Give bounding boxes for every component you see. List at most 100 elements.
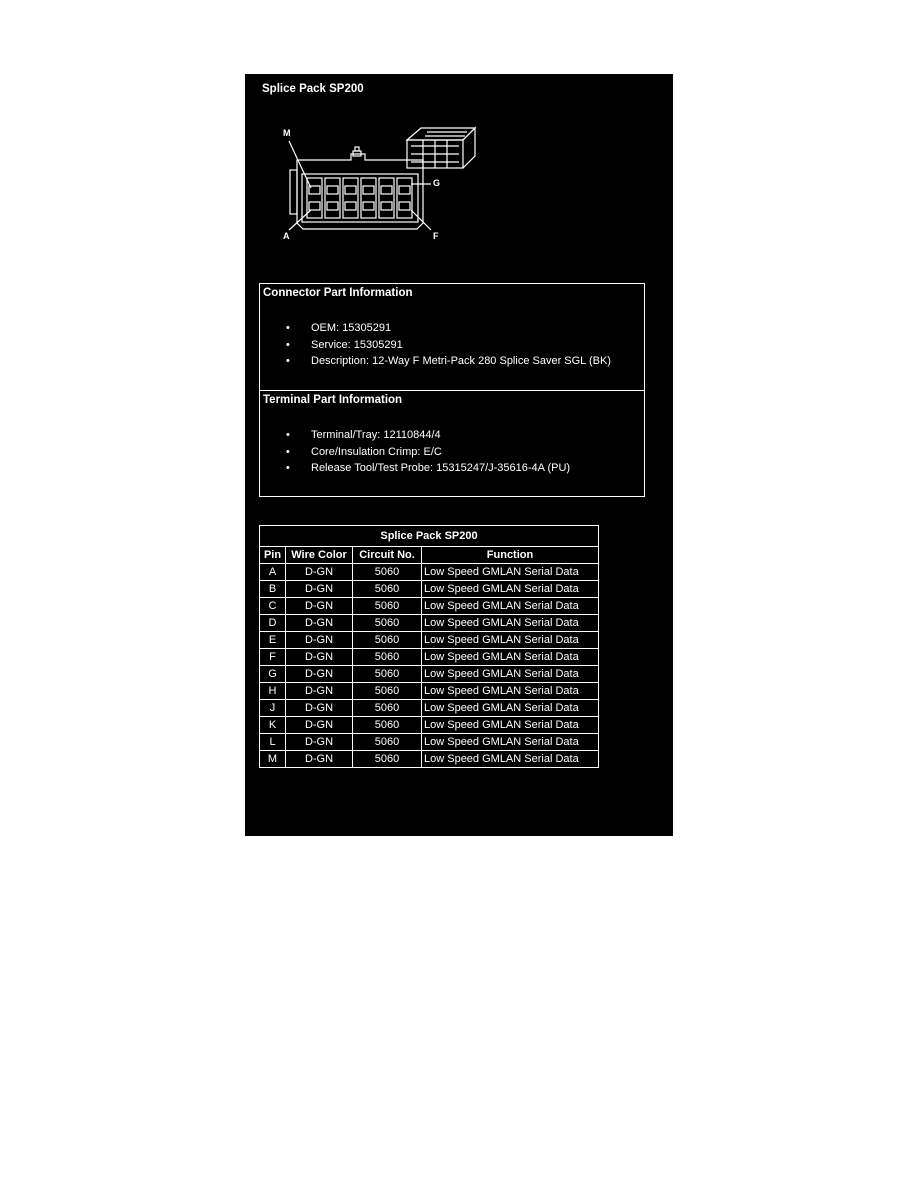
connector-info-section: Connector Part Information •OEM: 1530529… bbox=[260, 284, 644, 390]
connector-info-heading: Connector Part Information bbox=[263, 287, 413, 299]
pinout-table: Splice Pack SP200 Pin Wire Color Circuit… bbox=[259, 525, 599, 768]
pin-cell: G bbox=[259, 665, 286, 683]
function-cell: Low Speed GMLAN Serial Data bbox=[421, 631, 599, 649]
pin-cell: J bbox=[259, 699, 286, 717]
header-wire-color: Wire Color bbox=[285, 546, 353, 564]
list-item: •Terminal/Tray: 12110844/4 bbox=[286, 429, 441, 441]
wire-color-cell: D-GN bbox=[285, 716, 353, 734]
circuit-no-cell: 5060 bbox=[352, 699, 422, 717]
pin-cell: H bbox=[259, 682, 286, 700]
wire-color-cell: D-GN bbox=[285, 699, 353, 717]
function-cell: Low Speed GMLAN Serial Data bbox=[421, 733, 599, 751]
function-cell: Low Speed GMLAN Serial Data bbox=[421, 699, 599, 717]
bullet-icon: • bbox=[286, 445, 290, 458]
pin-cell: A bbox=[259, 563, 286, 581]
wire-color-cell: D-GN bbox=[285, 614, 353, 632]
connector-diagram bbox=[288, 126, 477, 231]
function-cell: Low Speed GMLAN Serial Data bbox=[421, 614, 599, 632]
function-cell: Low Speed GMLAN Serial Data bbox=[421, 682, 599, 700]
function-cell: Low Speed GMLAN Serial Data bbox=[421, 750, 599, 768]
wire-color-cell: D-GN bbox=[285, 580, 353, 598]
diagram-label-a: A bbox=[283, 231, 290, 241]
header-pin: Pin bbox=[259, 546, 286, 564]
circuit-no-cell: 5060 bbox=[352, 750, 422, 768]
circuit-no-cell: 5060 bbox=[352, 597, 422, 615]
header-circuit-no: Circuit No. bbox=[352, 546, 422, 564]
pin-cell: D bbox=[259, 614, 286, 632]
wire-color-cell: D-GN bbox=[285, 631, 353, 649]
pin-cell: K bbox=[259, 716, 286, 734]
pin-cell: E bbox=[259, 631, 286, 649]
circuit-no-cell: 5060 bbox=[352, 716, 422, 734]
diagram-label-f: F bbox=[433, 231, 439, 241]
header-function: Function bbox=[421, 546, 599, 564]
connector-3d-view bbox=[405, 126, 477, 169]
list-item: •OEM: 15305291 bbox=[286, 322, 392, 334]
bullet-icon: • bbox=[286, 322, 290, 334]
function-cell: Low Speed GMLAN Serial Data bbox=[421, 563, 599, 581]
pin-cell: B bbox=[259, 580, 286, 598]
table-caption: Splice Pack SP200 bbox=[259, 525, 599, 547]
circuit-no-cell: 5060 bbox=[352, 682, 422, 700]
circuit-no-cell: 5060 bbox=[352, 665, 422, 683]
bullet-icon: • bbox=[286, 355, 290, 367]
circuit-no-cell: 5060 bbox=[352, 733, 422, 751]
function-cell: Low Speed GMLAN Serial Data bbox=[421, 648, 599, 666]
function-cell: Low Speed GMLAN Serial Data bbox=[421, 580, 599, 598]
circuit-no-cell: 5060 bbox=[352, 631, 422, 649]
circuit-no-cell: 5060 bbox=[352, 580, 422, 598]
wire-color-cell: D-GN bbox=[285, 750, 353, 768]
label-leader-lines bbox=[288, 140, 432, 231]
circuit-no-cell: 5060 bbox=[352, 614, 422, 632]
terminal-info-list: •Terminal/Tray: 12110844/4 •Core/Insulat… bbox=[286, 427, 570, 477]
diagram-label-m: M bbox=[283, 128, 291, 138]
list-item: •Description: 12-Way F Metri-Pack 280 Sp… bbox=[286, 355, 611, 367]
document-panel: Splice Pack SP200 bbox=[245, 74, 673, 836]
list-item: •Core/Insulation Crimp: E/C bbox=[286, 445, 442, 458]
connector-info-list: •OEM: 15305291 •Service: 15305291 •Descr… bbox=[286, 320, 611, 370]
circuit-no-cell: 5060 bbox=[352, 563, 422, 581]
diagram-label-g: G bbox=[433, 178, 441, 188]
function-cell: Low Speed GMLAN Serial Data bbox=[421, 716, 599, 734]
terminal-info-heading: Terminal Part Information bbox=[263, 394, 403, 406]
page-title: Splice Pack SP200 bbox=[262, 83, 364, 95]
wire-color-cell: D-GN bbox=[285, 597, 353, 615]
function-cell: Low Speed GMLAN Serial Data bbox=[421, 597, 599, 615]
bullet-icon: • bbox=[286, 338, 290, 351]
bullet-icon: • bbox=[286, 429, 290, 441]
connector-inner-frame bbox=[301, 173, 419, 223]
wire-color-cell: D-GN bbox=[285, 665, 353, 683]
pin-cell: C bbox=[259, 597, 286, 615]
wire-color-cell: D-GN bbox=[285, 733, 353, 751]
table-header-row: Pin Wire Color Circuit No. Function bbox=[259, 546, 599, 564]
connector-side-ear bbox=[289, 169, 298, 215]
bullet-icon: • bbox=[286, 462, 290, 474]
terminal-info-section: Terminal Part Information •Terminal/Tray… bbox=[260, 390, 644, 496]
terminal-cavities bbox=[306, 177, 413, 219]
wire-color-cell: D-GN bbox=[285, 563, 353, 581]
list-item: •Service: 15305291 bbox=[286, 338, 403, 351]
part-info-box: Connector Part Information •OEM: 1530529… bbox=[259, 283, 645, 497]
list-item: •Release Tool/Test Probe: 15315247/J-356… bbox=[286, 462, 571, 474]
pin-cell: M bbox=[259, 750, 286, 768]
function-cell: Low Speed GMLAN Serial Data bbox=[421, 665, 599, 683]
circuit-no-cell: 5060 bbox=[352, 648, 422, 666]
connector-latch-tab bbox=[354, 146, 360, 152]
wire-color-cell: D-GN bbox=[285, 648, 353, 666]
pin-cell: F bbox=[259, 648, 286, 666]
pin-cell: L bbox=[259, 733, 286, 751]
wire-color-cell: D-GN bbox=[285, 682, 353, 700]
